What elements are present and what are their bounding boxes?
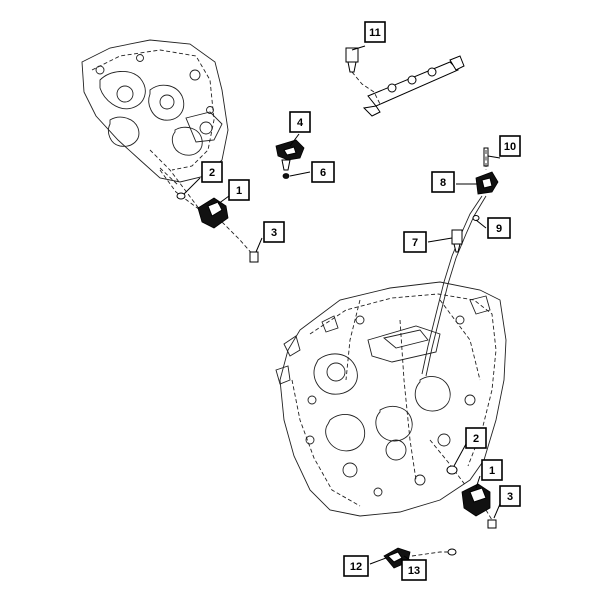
callout-6: 6	[311, 161, 335, 183]
part-4-sensor	[275, 139, 305, 179]
svg-text:1: 1	[236, 185, 242, 197]
svg-text:9: 9	[496, 223, 502, 235]
lower-bolt	[487, 519, 497, 529]
callout-9: 9	[487, 217, 511, 239]
svg-text:8: 8	[440, 177, 446, 189]
svg-text:3: 3	[507, 491, 513, 503]
svg-text:10: 10	[504, 141, 516, 153]
svg-text:13: 13	[408, 565, 420, 577]
fuel-pressure-sensor	[345, 47, 359, 63]
svg-text:3: 3	[271, 227, 277, 239]
callout-1-upper: 1	[228, 179, 250, 201]
callout-4: 4	[289, 111, 311, 133]
callout-8: 8	[431, 171, 455, 193]
lower-o-ring	[446, 465, 458, 475]
lower-sensor-assembly	[429, 439, 497, 529]
upper-bolt	[249, 251, 259, 263]
upper-sensor-assembly	[159, 169, 259, 263]
svg-text:1: 1	[489, 465, 495, 477]
svg-text:4: 4	[297, 117, 304, 129]
callout-3-upper: 3	[263, 221, 285, 243]
svg-text:12: 12	[350, 561, 362, 573]
upper-engine-block-sketch	[81, 39, 229, 211]
lower-engine-block-sketch	[275, 281, 507, 517]
fuel-rail	[345, 47, 465, 117]
dipstick-assembly	[421, 147, 499, 377]
callout-13: 13	[401, 559, 427, 581]
callout-11: 11	[364, 21, 386, 43]
callout-12: 12	[343, 555, 369, 577]
svg-text:7: 7	[412, 237, 418, 249]
leader-lines	[183, 45, 501, 565]
callout-10: 10	[499, 135, 521, 157]
upper-o-ring	[176, 192, 186, 200]
svg-text:6: 6	[320, 167, 326, 179]
svg-text:2: 2	[473, 433, 479, 445]
svg-text:11: 11	[369, 27, 381, 39]
svg-text:2: 2	[209, 167, 215, 179]
callout-7: 7	[403, 231, 427, 253]
callout-1-lower: 1	[481, 459, 503, 481]
callout-3-lower: 3	[499, 485, 521, 507]
callout-2-upper: 2	[201, 161, 223, 183]
callout-2-lower: 2	[465, 427, 487, 449]
